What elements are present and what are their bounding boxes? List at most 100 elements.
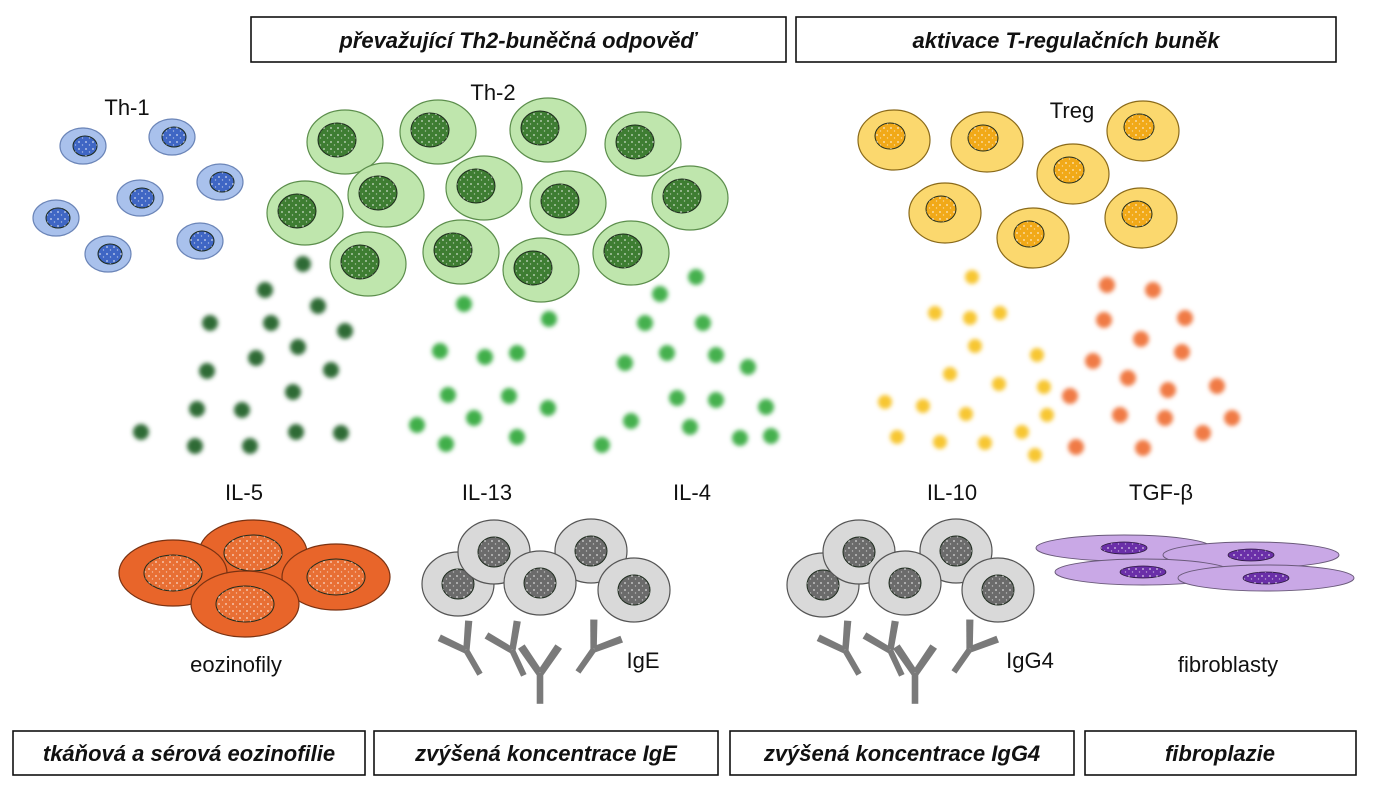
cytokine-dot	[708, 347, 724, 363]
cytokine-dot	[1174, 344, 1190, 360]
header-treg-activation-text: aktivace T-regulačních buněk	[913, 28, 1222, 53]
fibroblast-cell	[1177, 564, 1355, 592]
antibodies-igg4	[816, 619, 1000, 704]
cytokine-dot	[928, 306, 942, 320]
cytokine-dot	[1135, 440, 1151, 456]
ige-label: IgE	[626, 648, 659, 673]
cytokine-dot	[732, 430, 748, 446]
th2-cell	[306, 109, 384, 175]
plasma-cell	[597, 557, 671, 623]
cytokine-dot	[963, 311, 977, 325]
cytokine-dot	[992, 377, 1006, 391]
cytokine-dot	[1133, 331, 1149, 347]
outcome-igg4-concentration: zvýšená koncentrace IgG4	[729, 730, 1075, 776]
cytokine-dot	[682, 419, 698, 435]
cytokine-dot	[623, 413, 639, 429]
cytokine-dot	[758, 399, 774, 415]
cytokine-dot	[323, 362, 339, 378]
cytokine-dot	[1177, 310, 1193, 326]
fibroblast-cells	[1035, 534, 1355, 592]
cytokine-dot	[965, 270, 979, 284]
cytokine-dot	[432, 343, 448, 359]
outcome-ige-concentration-text: zvýšená koncentrace IgE	[414, 741, 678, 766]
th1-cell	[148, 118, 196, 156]
eosinophils-label: eozinofily	[190, 652, 282, 677]
header-treg-activation: aktivace T-regulačních buněk	[795, 16, 1337, 63]
header-th2-response: převažující Th2-buněčná odpověď	[250, 16, 787, 63]
cytokine-dot	[189, 401, 205, 417]
th2-cell	[445, 155, 523, 221]
cytokine-dot	[978, 436, 992, 450]
th2-label: Th-2	[470, 80, 515, 105]
cytokine-dot	[617, 355, 633, 371]
th1-cell	[32, 199, 80, 237]
outcome-ige-concentration: zvýšená koncentrace IgE	[373, 730, 719, 776]
th1-cell	[59, 127, 107, 165]
cytokine-dot	[133, 424, 149, 440]
th1-cell	[176, 222, 224, 260]
cytokine-dot	[1099, 277, 1115, 293]
il4-dots	[594, 269, 779, 453]
th1-cell	[84, 235, 132, 273]
cytokine-dot	[890, 430, 904, 444]
cytokine-dot	[1015, 425, 1029, 439]
th2-cell	[529, 170, 607, 236]
th2-cell	[604, 111, 682, 177]
outcome-fibroplasia: fibroplazie	[1084, 730, 1357, 776]
cytokine-dot	[1028, 448, 1042, 462]
th1-cells	[32, 118, 244, 273]
cytokine-dot	[199, 363, 215, 379]
cytokine-dot	[763, 428, 779, 444]
antibody-icon	[816, 620, 862, 676]
cytokine-dot	[659, 345, 675, 361]
th2-cell	[266, 180, 344, 246]
antibody-icon	[862, 620, 905, 677]
plasma-cell	[503, 550, 577, 616]
th1-cell	[116, 179, 164, 217]
igg4-label: IgG4	[1006, 648, 1054, 673]
cytokine-dot	[333, 425, 349, 441]
cytokine-dot	[440, 387, 456, 403]
cytokine-dot	[1157, 410, 1173, 426]
treg-cell	[908, 182, 982, 244]
cytokine-dot	[968, 339, 982, 353]
antibody-icon	[484, 620, 527, 677]
cytokine-dot	[541, 311, 557, 327]
cytokine-dot	[337, 323, 353, 339]
cytokine-dot	[187, 438, 203, 454]
th2-cell	[651, 165, 729, 231]
cytokine-dot	[242, 438, 258, 454]
cytokine-dot	[234, 402, 250, 418]
cytokine-dot	[310, 298, 326, 314]
tgfb-label: TGF-β	[1129, 480, 1193, 505]
cytokine-dot	[1160, 382, 1176, 398]
eosinophil-cell	[198, 519, 308, 587]
cytokine-dot	[409, 417, 425, 433]
antibody-icon	[893, 644, 937, 704]
cytokine-dot	[669, 390, 685, 406]
cytokine-dot	[1112, 407, 1128, 423]
th2-cell	[509, 97, 587, 163]
cytokine-dot	[1195, 425, 1211, 441]
th2-cell	[329, 231, 407, 297]
cytokine-dots	[133, 256, 1240, 462]
outcome-eosinophilia-text: tkáňová a sérová eozinofilie	[43, 741, 335, 766]
plasma-cell	[868, 550, 942, 616]
th2-cell	[502, 237, 580, 303]
antibodies-ige	[437, 619, 624, 704]
antibody-icon	[437, 620, 483, 676]
tgfb-dots	[1062, 277, 1240, 456]
il4-label: IL-4	[673, 480, 711, 505]
plasma-cell	[421, 551, 495, 617]
cytokine-dot	[740, 359, 756, 375]
treg-cell	[857, 109, 931, 171]
th1-cell	[196, 163, 244, 201]
eosinophil-cells	[118, 519, 391, 638]
cytokine-dot	[1145, 282, 1161, 298]
cytokine-dot	[477, 349, 493, 365]
cytokine-dot	[993, 306, 1007, 320]
treg-cells	[857, 100, 1180, 269]
cytokine-dot	[594, 437, 610, 453]
cytokine-dot	[1040, 408, 1054, 422]
treg-cell	[950, 111, 1024, 173]
